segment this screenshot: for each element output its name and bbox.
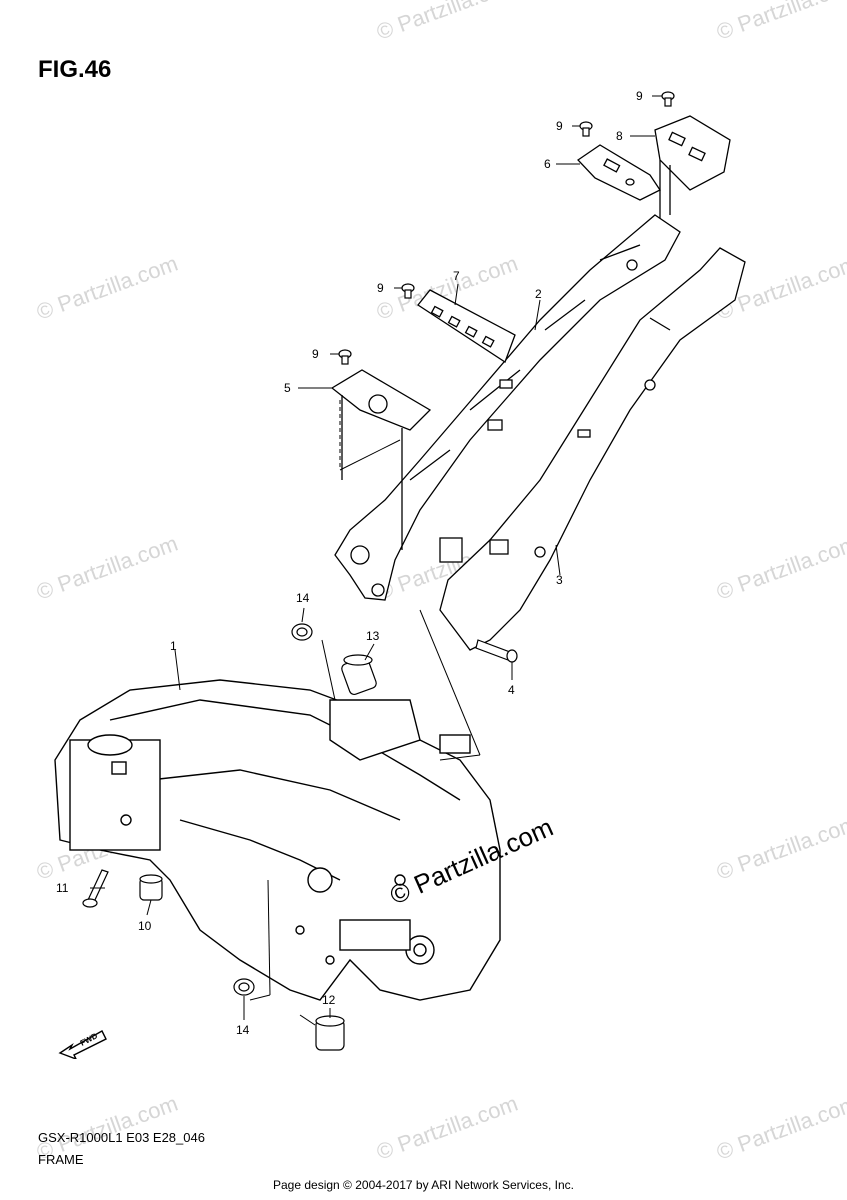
- part-13-collar: [341, 654, 377, 696]
- part-11-bolt: [82, 869, 109, 908]
- model-code: GSX-R1000L1 E03 E28_046: [38, 1130, 205, 1145]
- part-2-rear-frame-left: [334, 214, 681, 601]
- callout-labels: 9 9 8 6 7 9 2 9 5 3 4 1 14 13 11 10 14 1…: [56, 89, 643, 1037]
- callout-6: 6: [544, 157, 551, 171]
- callout-12: 12: [322, 993, 336, 1007]
- callout-13: 13: [366, 629, 380, 643]
- figure-title: FIG.46: [38, 56, 112, 83]
- callout-14-top: 14: [296, 591, 310, 605]
- callout-4: 4: [508, 683, 515, 697]
- callout-9-part5: 9: [312, 347, 319, 361]
- svg-text:© Partzilla.com: © Partzilla.com: [373, 0, 521, 45]
- part-12-collar: [315, 1015, 345, 1051]
- svg-text:© Partzilla.com: © Partzilla.com: [713, 531, 847, 605]
- svg-text:© Partzilla.com: © Partzilla.com: [373, 1091, 521, 1165]
- part-14-washer-top: [291, 623, 313, 641]
- part-9-bolt-top: [661, 91, 675, 107]
- part-10-collar: [139, 874, 163, 901]
- figure-caption: FRAME: [38, 1152, 84, 1167]
- svg-text:© Partzilla.com: © Partzilla.com: [33, 251, 181, 325]
- callout-9-part7: 9: [377, 281, 384, 295]
- svg-text:© Partzilla.com: © Partzilla.com: [713, 811, 847, 885]
- part-5-bracket: [330, 369, 432, 550]
- part-6-bracket: [577, 144, 661, 201]
- callout-5: 5: [284, 381, 291, 395]
- callout-9-top: 9: [636, 89, 643, 103]
- callout-10: 10: [138, 919, 152, 933]
- svg-text:© Partzilla.com: © Partzilla.com: [713, 1091, 847, 1165]
- part-1-main-frame: [54, 679, 501, 1001]
- page-footer: Page design © 2004-2017 by ARI Network S…: [272, 1178, 574, 1192]
- callout-3: 3: [556, 573, 563, 587]
- callout-11: 11: [56, 881, 69, 895]
- callout-8: 8: [616, 129, 623, 143]
- callout-14-bottom: 14: [236, 1023, 250, 1037]
- forward-arrow-icon: FWD: [58, 1030, 107, 1059]
- part-7-plate: [417, 289, 516, 363]
- part-9-bolt-5: [338, 349, 352, 365]
- callout-1: 1: [170, 639, 177, 653]
- part-8-bracket: [654, 115, 731, 222]
- part-4-bolt: [475, 639, 518, 663]
- callout-2: 2: [535, 287, 542, 301]
- callout-7: 7: [453, 269, 460, 283]
- leader-lines: [90, 95, 662, 1026]
- svg-text:© Partzilla.com: © Partzilla.com: [713, 0, 847, 45]
- part-14-washer-bottom: [233, 978, 255, 996]
- callout-9-part6: 9: [556, 119, 563, 133]
- part-9-bolt-6: [579, 121, 593, 137]
- svg-text:© Partzilla.com: © Partzilla.com: [33, 531, 181, 605]
